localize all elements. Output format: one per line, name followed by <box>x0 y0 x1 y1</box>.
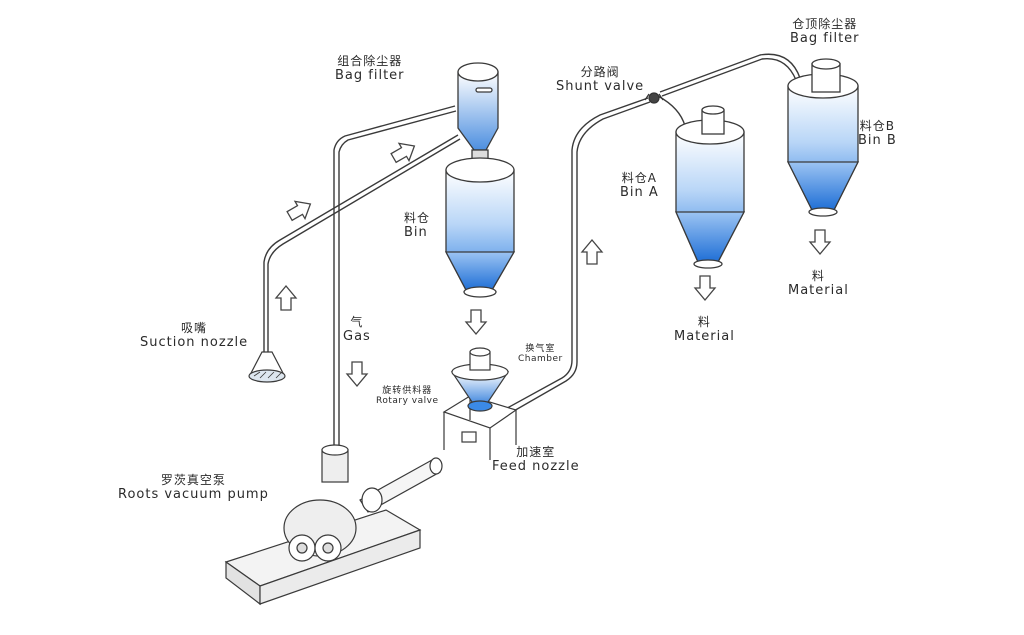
label-en: Chamber <box>518 354 563 365</box>
label-zh: 料 <box>811 269 825 283</box>
label-zh: 罗茨真空泵 <box>160 473 226 487</box>
label-bin-b: 料仓B Bin B <box>858 119 897 149</box>
label-roots-vacuum-pump: 罗茨真空泵 Roots vacuum pump <box>118 473 269 503</box>
conveying-pipe <box>499 97 649 413</box>
rotary-valve-assembly <box>442 347 518 460</box>
label-bin: 料仓 Bin <box>404 211 431 241</box>
label-en: Bin <box>404 224 428 240</box>
arrow-down-gas <box>346 361 368 387</box>
roots-vacuum-pump <box>224 444 443 606</box>
label-en: Feed nozzle <box>492 458 580 474</box>
suction-pipe <box>263 134 459 355</box>
label-suction-nozzle: 吸嘴 Suction nozzle <box>140 321 249 351</box>
arrow-diag-1 <box>283 194 317 226</box>
arrow-down-material-a <box>694 275 716 301</box>
label-en: Rotary valve <box>376 396 439 407</box>
label-bag-filter-left: 组合除尘器 Bag filter <box>335 54 405 84</box>
label-bag-filter-right: 仓顶除尘器 Bag filter <box>790 17 860 47</box>
bag-filter-left <box>457 62 499 163</box>
label-zh: 料仓 <box>404 211 431 225</box>
label-gas: 气 Gas <box>343 315 371 345</box>
label-en: Suction nozzle <box>140 334 249 350</box>
label-en: Bag filter <box>335 67 405 83</box>
label-en: Bin A <box>620 184 659 200</box>
vacuum-pipe <box>333 105 456 455</box>
label-en: Gas <box>343 328 371 344</box>
label-rotary-valve: 旋转供料器 Rotary valve <box>376 386 439 407</box>
shunt-valve <box>644 92 664 104</box>
label-material-a: 料 Material <box>674 315 735 345</box>
label-en: Material <box>788 282 849 298</box>
arrow-down-bin <box>465 309 487 335</box>
label-zh: 旋转供料器 <box>382 386 433 396</box>
label-zh: 料仓A <box>621 171 657 185</box>
arrow-diag-2 <box>387 136 421 168</box>
label-zh: 吸嘴 <box>181 321 208 335</box>
label-en: Roots vacuum pump <box>118 486 269 502</box>
bin-center <box>444 157 516 298</box>
suction-nozzle <box>248 351 286 383</box>
label-zh: 料仓B <box>859 119 896 133</box>
label-zh: 气 <box>350 315 364 329</box>
label-zh: 加速室 <box>516 445 556 459</box>
arrow-up-suction <box>275 285 297 311</box>
label-feed-nozzle: 加速室 Feed nozzle <box>492 445 580 475</box>
label-chamber: 换气室 Chamber <box>518 344 563 365</box>
label-zh: 仓顶除尘器 <box>792 17 858 31</box>
label-zh: 换气室 <box>525 344 556 354</box>
bin-b <box>786 58 860 217</box>
label-zh: 组合除尘器 <box>337 54 403 68</box>
label-en: Material <box>674 328 735 344</box>
label-en: Bag filter <box>790 30 860 46</box>
label-en: Shunt valve <box>556 78 645 94</box>
arrow-down-material-b <box>809 229 831 255</box>
label-bin-a: 料仓A Bin A <box>620 171 659 201</box>
label-en: Bin B <box>858 132 897 148</box>
label-shunt-valve: 分路阀 Shunt valve <box>556 65 645 95</box>
arrow-up-convey <box>581 239 603 265</box>
label-zh: 分路阀 <box>580 65 620 79</box>
label-zh: 料 <box>697 315 711 329</box>
label-material-b: 料 Material <box>788 269 849 299</box>
bin-a <box>675 105 746 269</box>
